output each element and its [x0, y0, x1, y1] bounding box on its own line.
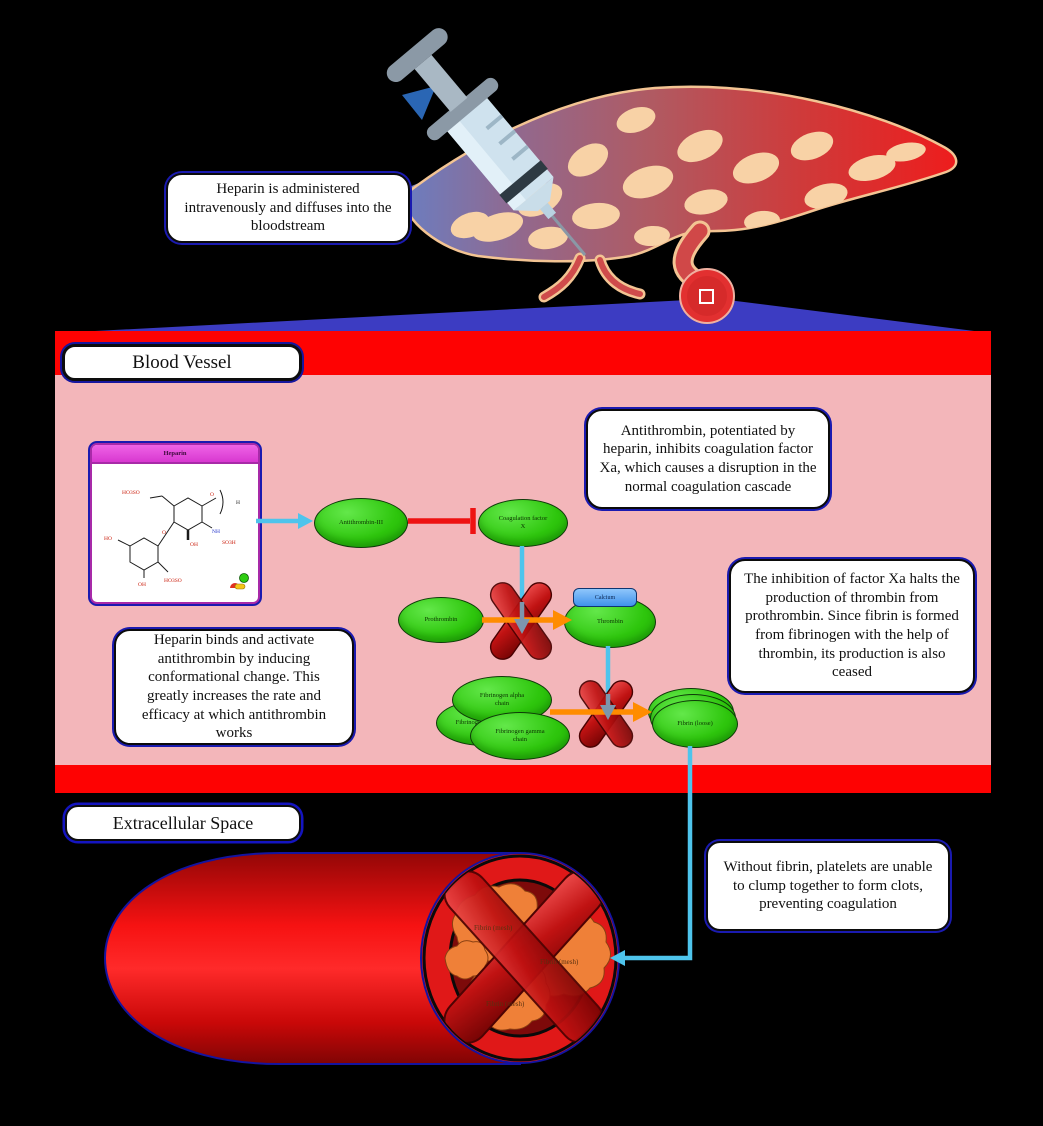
node-antithrombin-iii: Antithrombin-III [314, 498, 408, 548]
callout-text: Heparin binds and activate antithrombin … [141, 632, 327, 742]
atom-label: OH [190, 542, 198, 548]
atom-label: O [162, 530, 166, 536]
heparin-structure-card: Heparin O HO3SO O H N [90, 443, 260, 604]
label-blood-vessel: Blood Vessel [62, 344, 302, 381]
atom-label: NH [212, 529, 220, 535]
node-fibrin-loose: Fibrin (loose) [652, 700, 738, 748]
heparin-card-header: Heparin [92, 445, 258, 464]
callout-text: The inhibition of factor Xa halts the pr… [744, 571, 960, 681]
fibrin-mesh-label: Fibrin (mesh) [540, 958, 579, 966]
capillary-bed-body [401, 85, 958, 263]
vessel-cross-section [679, 268, 735, 324]
zoom-wedge [57, 300, 990, 333]
node-label: Fibrinogen gamma chain [495, 727, 545, 743]
atom-label: O [210, 492, 214, 498]
label-extracellular-space: Extracellular Space [65, 805, 301, 841]
atom-label: HO3SO [122, 490, 140, 496]
blood-vessel-text: Blood Vessel [132, 351, 232, 373]
vessel-fragment [402, 86, 436, 120]
syringe-icon [386, 28, 587, 256]
node-label: Fibrin (loose) [677, 719, 713, 727]
heparin-structure-drawing: O HO3SO O H NH SO3H HO OH HO3SO OH [104, 489, 249, 590]
callout-text: Heparin is administered intravenously an… [184, 181, 392, 235]
callout-heparin-administered: Heparin is administered intravenously an… [166, 173, 410, 243]
atom-label: H [236, 500, 240, 506]
atom-label: SO3H [222, 540, 236, 546]
vessel-wall-bottom [55, 765, 991, 793]
capillary-bed-illustration [57, 28, 990, 333]
node-coagulation-factor-x: Coagulation factor X [478, 499, 568, 547]
callout-factor-xa-inhibition: The inhibition of factor Xa halts the pr… [729, 559, 975, 693]
node-calcium: Calcium [573, 588, 637, 607]
callout-text: Antithrombin, potentiated by heparin, in… [599, 422, 817, 495]
node-label: Fibrinogen alpha chain [479, 691, 525, 707]
callout-text: Without fibrin, platelets are unable to … [723, 859, 933, 913]
heparin-card-title: Heparin [163, 450, 187, 457]
node-prothrombin: Prothrombin [398, 597, 484, 643]
atom-label: OH [138, 582, 146, 588]
atom-label: HO3SO [164, 578, 182, 584]
fibrin-mesh-label: Fibrin (mesh) [474, 924, 513, 932]
callout-heparin-binds: Heparin binds and activate antithrombin … [114, 629, 354, 745]
callout-without-fibrin: Without fibrin, platelets are unable to … [706, 841, 950, 931]
node-label: Prothrombin [424, 615, 458, 623]
node-label: Thrombin [597, 617, 623, 625]
molecule-badge-icon [230, 573, 249, 590]
fibrin-mesh-label: Fibrin (mesh) [486, 1000, 525, 1008]
vessel-body [103, 852, 521, 1065]
atom-label: HO [104, 536, 112, 542]
callout-antithrombin-potentiated: Antithrombin, potentiated by heparin, in… [586, 409, 830, 509]
fibrin-mesh-labels: Fibrin (mesh) Fibrin (mesh) Fibrin (mesh… [474, 924, 579, 1008]
node-label: Coagulation factor X [498, 514, 548, 530]
extracellular-text: Extracellular Space [112, 812, 254, 833]
node-label: Calcium [594, 594, 616, 601]
node-label: Antithrombin-III [338, 518, 384, 526]
node-fibrinogen-gamma-chain: Fibrinogen gamma chain [470, 712, 570, 760]
